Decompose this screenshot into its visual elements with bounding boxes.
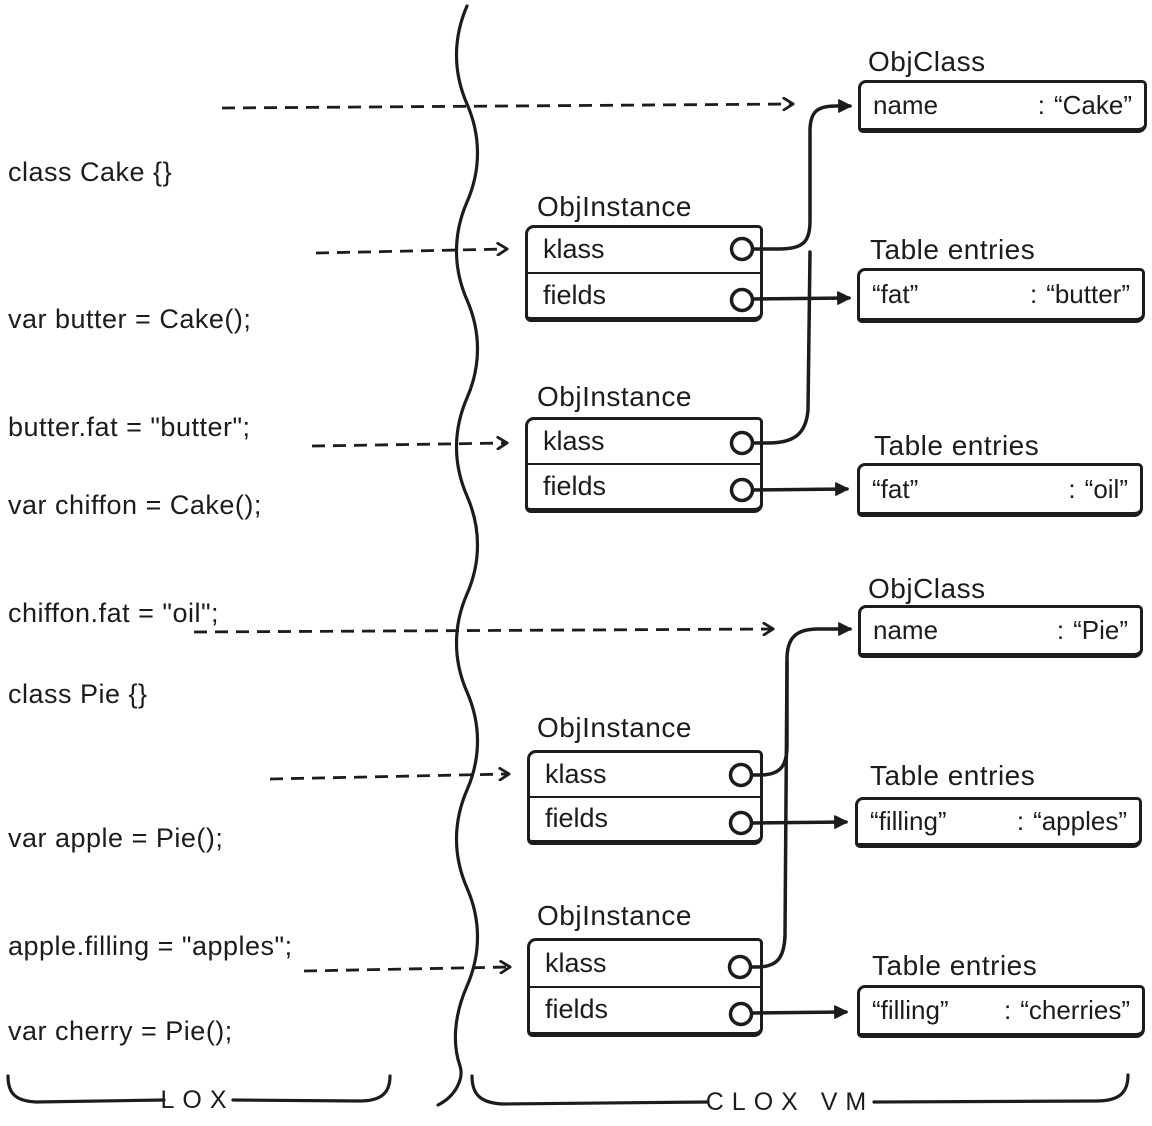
code-line: var chiffon = Cake(); xyxy=(8,490,262,520)
klass-row: klass xyxy=(530,941,760,988)
lox-region-label: LOX xyxy=(160,1086,235,1114)
table-value: “apples” xyxy=(1033,806,1127,836)
table-entries-oil-title: Table entries xyxy=(874,430,1040,461)
objinstance-chiffon-title: ObjInstance xyxy=(537,381,692,412)
code-line: var cherry = Pie(); xyxy=(8,1016,233,1046)
klass-label: klass xyxy=(545,758,607,789)
separator-colon: : xyxy=(1016,806,1025,836)
klass-row: klass xyxy=(530,753,760,798)
fields-row: fields xyxy=(528,465,760,508)
table-value-group: : “cherries” xyxy=(1004,995,1130,1026)
objclass-pie-title: ObjClass xyxy=(868,573,986,604)
fields-row: fields xyxy=(528,274,760,318)
objclass-value: “Pie” xyxy=(1073,615,1128,645)
code-line: class Cake {} xyxy=(8,157,173,187)
lox-stmt-class-cake: class Cake {} xyxy=(8,91,172,253)
objclass-value: “Cake” xyxy=(1053,90,1132,120)
table-entries-apples-box: “filling” : “apples” xyxy=(855,797,1142,848)
objclass-pie-box: name : “Pie” xyxy=(858,605,1143,658)
separator-colon: : xyxy=(1029,279,1038,309)
lox-stmt-apple: var apple = Pie(); apple.filling = "appl… xyxy=(8,753,293,1031)
wavy-divider-line xyxy=(436,4,480,1107)
fields-row: fields xyxy=(530,988,760,1033)
clox-vm-region-label: CLOX VM xyxy=(705,1088,875,1116)
objinstance-butter-box: klass fields xyxy=(525,225,763,322)
fields-pointer-apple xyxy=(750,815,848,829)
lox-stmt-cherry: var cherry = Pie(); cherry.filling = "ch… xyxy=(8,946,318,1126)
code-line: class Pie {} xyxy=(8,679,148,709)
objclass-field-name: name xyxy=(873,90,939,120)
lox-stmt-class-pie: class Pie {} xyxy=(8,613,148,775)
klass-pointer-apple-to-pie xyxy=(750,622,852,777)
dashed-arrow-apple xyxy=(269,774,508,779)
fields-label: fields xyxy=(545,994,609,1025)
table-key: “filling” xyxy=(872,995,949,1025)
code-line: apple.filling = "apples"; xyxy=(8,931,293,961)
separator-colon: : xyxy=(1037,90,1045,120)
fields-pointer-chiffon xyxy=(751,482,849,496)
table-value-group: : “apples” xyxy=(1017,806,1127,837)
objinstance-apple-title: ObjInstance xyxy=(537,712,692,743)
table-key: “fat” xyxy=(872,279,919,309)
separator-colon: : xyxy=(1003,995,1012,1025)
dashed-arrow-butter xyxy=(315,249,506,253)
objclass-cake-title: ObjClass xyxy=(868,46,986,77)
table-value: “butter” xyxy=(1046,279,1130,309)
table-entries-apples-title: Table entries xyxy=(870,760,1036,791)
code-line: var apple = Pie(); xyxy=(8,823,224,853)
dashed-arrow-cherry xyxy=(303,967,509,971)
klass-pointer-butter-to-cake xyxy=(751,99,852,251)
code-line: var butter = Cake(); xyxy=(8,304,252,334)
table-key: “filling” xyxy=(870,806,947,836)
lox-stmt-butter: var butter = Cake(); butter.fat = "butte… xyxy=(8,234,251,512)
objclass-value-group: : “Cake” xyxy=(1038,90,1132,121)
dashed-arrow-class-cake xyxy=(221,104,792,108)
fields-label: fields xyxy=(545,803,609,834)
fields-row: fields xyxy=(530,798,760,841)
objinstance-cherry-box: klass fields xyxy=(527,938,763,1037)
code-line: butter.fat = "butter"; xyxy=(8,412,251,442)
code-line: chiffon.fat = "oil"; xyxy=(8,598,220,628)
separator-colon: : xyxy=(1068,473,1076,504)
lox-stmt-chiffon: var chiffon = Cake(); chiffon.fat = "oil… xyxy=(8,420,262,698)
table-value: “oil” xyxy=(1084,473,1128,504)
clox-brace-left xyxy=(470,1074,710,1106)
klass-row: klass xyxy=(528,420,760,465)
klass-label: klass xyxy=(543,426,605,456)
table-entries-cherries-title: Table entries xyxy=(872,950,1038,981)
objclass-cake-box: name : “Cake” xyxy=(858,80,1147,133)
objinstance-apple-box: klass fields xyxy=(527,750,763,845)
klass-label: klass xyxy=(543,234,605,265)
objinstance-cherry-title: ObjInstance xyxy=(537,900,692,931)
table-entries-butter-box: “fat” : “butter” xyxy=(857,268,1145,323)
klass-row: klass xyxy=(528,228,760,274)
fields-label: fields xyxy=(543,471,607,501)
objinstance-chiffon-box: klass fields xyxy=(525,417,763,513)
objclass-value-group: : “Pie” xyxy=(1057,615,1128,646)
table-entries-oil-box: “fat” : “oil” xyxy=(857,463,1143,517)
fields-label: fields xyxy=(543,279,607,310)
table-value-group: : “oil” xyxy=(1068,474,1128,505)
table-value: “cherries” xyxy=(1020,995,1130,1025)
clox-brace-right xyxy=(872,1073,1130,1104)
fields-pointer-cherry xyxy=(750,1005,848,1019)
dashed-arrow-class-pie xyxy=(193,629,772,632)
objinstance-butter-title: ObjInstance xyxy=(537,191,692,222)
table-entries-butter-title: Table entries xyxy=(870,234,1036,265)
objclass-field-name: name xyxy=(873,615,939,645)
fields-pointer-butter xyxy=(751,291,851,305)
separator-colon: : xyxy=(1056,615,1065,645)
klass-label: klass xyxy=(545,947,607,978)
table-value-group: : “butter” xyxy=(1030,279,1130,310)
table-key: “fat” xyxy=(872,473,919,504)
code-line: cherry.filling = "cherries"; xyxy=(8,1116,318,1126)
dashed-arrow-chiffon xyxy=(311,443,506,446)
table-entries-cherries-box: “filling” : “cherries” xyxy=(857,985,1145,1038)
